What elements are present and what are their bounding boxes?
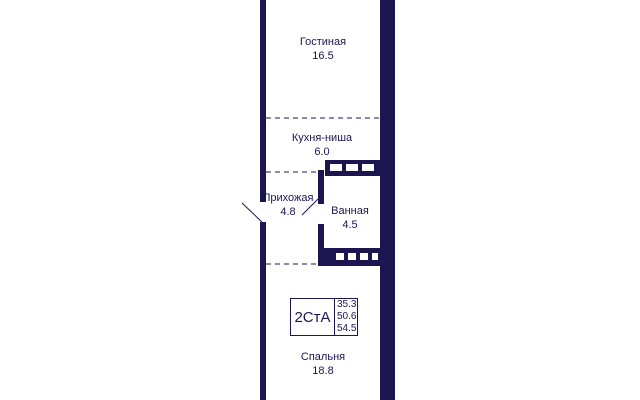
bathroom-left-wall-bottom: [318, 224, 324, 252]
vent-openings: [330, 164, 378, 260]
room-living: Гостиная 16.5: [300, 35, 346, 63]
area-value: 50.6: [337, 311, 357, 322]
apartment-badge: 2СтА 35.3 50.6 54.5: [290, 298, 358, 336]
area-value: 35.3: [337, 299, 357, 310]
left-wall-upper: [260, 0, 266, 202]
area-value: 54.5: [337, 323, 357, 334]
room-area: 16.5: [312, 50, 334, 62]
room-area: 18.8: [312, 365, 334, 377]
room-name: Кухня-ниша: [291, 132, 353, 144]
room-bathroom: Ванная 4.5: [331, 204, 369, 232]
room-hallway: Прихожая 4.8: [263, 191, 314, 219]
room-name: Спальня: [300, 351, 346, 363]
entrance-door-icon: [241, 202, 263, 223]
left-wall-lower: [260, 222, 266, 400]
apartment-areas: 35.3 50.6 54.5: [335, 299, 357, 335]
room-name: Гостиная: [299, 36, 347, 48]
room-bedroom: Спальня 18.8: [301, 350, 345, 378]
room-area: 6.0: [314, 146, 330, 158]
bathroom-left-wall-top: [318, 170, 324, 204]
room-name: Прихожая: [262, 192, 314, 204]
room-area: 4.5: [342, 219, 358, 231]
apartment-code: 2СтА: [291, 299, 335, 335]
right-wall: [380, 0, 395, 400]
room-kitchen: Кухня-ниша 6.0: [292, 131, 352, 159]
room-area: 4.8: [280, 206, 296, 218]
room-name: Ванная: [331, 205, 369, 217]
bathroom-door-icon: [301, 198, 319, 216]
